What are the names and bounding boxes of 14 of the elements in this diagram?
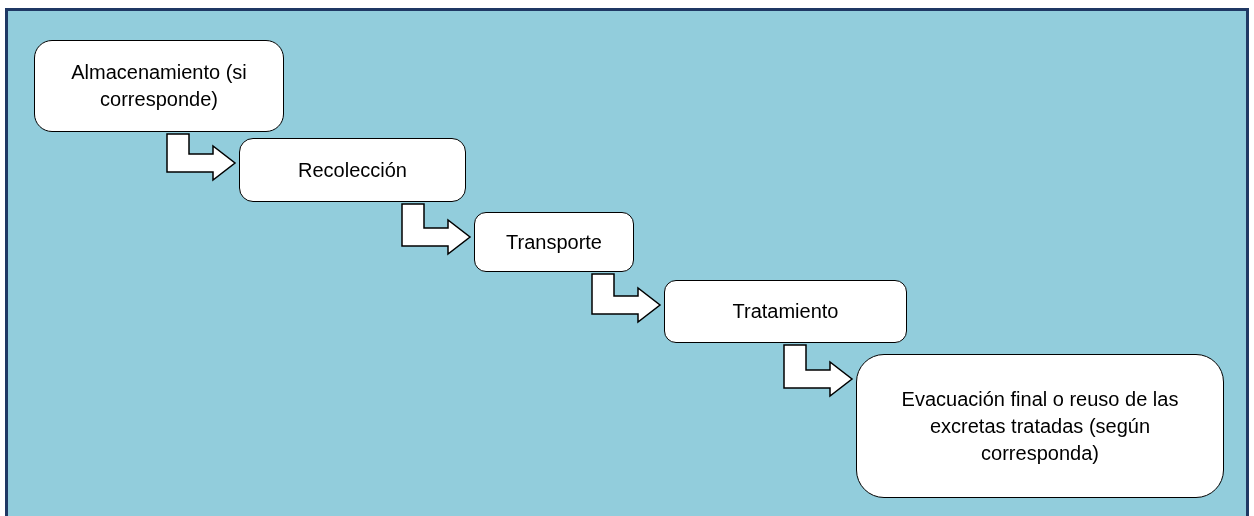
bent-arrow [166,133,237,182]
bent-arrow [591,273,662,324]
process-box [664,280,907,343]
process-box [474,212,634,272]
step-label: Almacenamiento (si corresponde) [70,60,248,112]
step-label: Tratamiento [732,299,839,324]
bent-arrow [401,203,472,256]
step-label: Evacuación final o reuso de las excretas tratadas (según corresponda) [900,386,1180,466]
step-label: Recolección [298,157,407,183]
process-box [856,354,1224,498]
step-label: Transporte [506,229,602,255]
bent-arrow [783,344,854,398]
process-box [239,138,466,202]
process-box [34,40,284,132]
